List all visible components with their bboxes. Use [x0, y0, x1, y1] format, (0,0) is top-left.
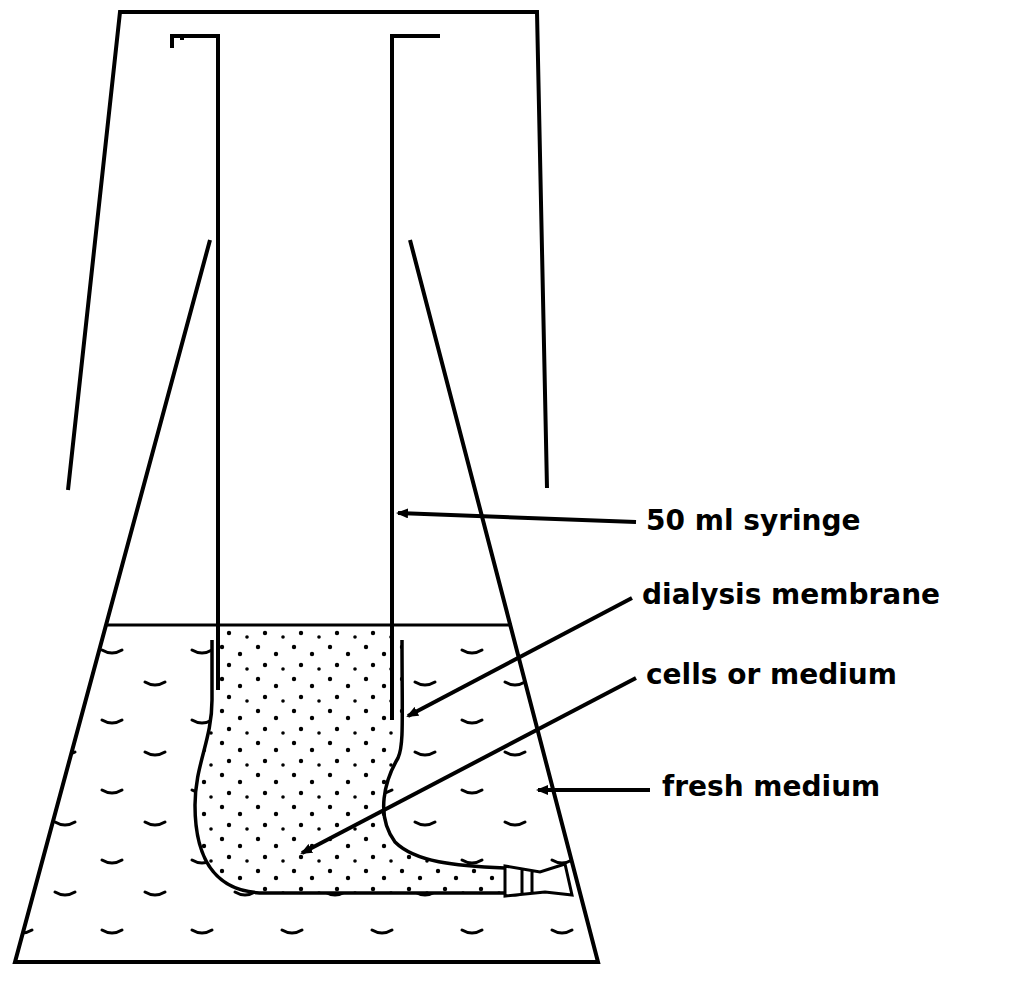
leader-arrow: [538, 788, 650, 792]
syringe-wall: [172, 36, 218, 690]
callout-label: 50 ml syringe: [644, 506, 863, 537]
cell-dots: [195, 627, 505, 893]
cell-suspension: [195, 627, 505, 893]
syringe-wall: [392, 36, 440, 720]
callout-label: fresh medium: [660, 772, 882, 803]
beaker-cover: [68, 12, 547, 490]
callout-label: dialysis membrane: [640, 580, 942, 611]
dialysis-bag: [195, 640, 505, 893]
liquid-surface: [106, 624, 512, 627]
fresh-medium: [15, 625, 598, 962]
leader-arrow: [302, 678, 636, 853]
callout-label: cells or medium: [644, 660, 899, 691]
bag-clip: [505, 864, 572, 896]
leader-arrow: [398, 513, 636, 522]
flask-outline: [15, 240, 598, 962]
